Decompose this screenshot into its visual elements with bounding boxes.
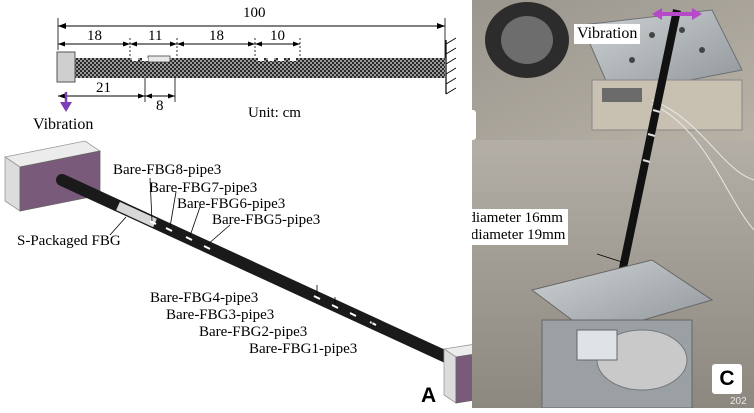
panel-letter-c-badge: C [712, 364, 742, 394]
corner-text: 202 [730, 396, 747, 407]
sensor-label-fbg7: Bare-FBG7-pipe3 [149, 180, 258, 196]
dim-seg2: 11 [148, 28, 163, 44]
packaged-fbg-3d [116, 201, 157, 228]
panel-letter-b-badge: B [472, 110, 476, 140]
sensor-label-fbg1: Bare-FBG1-pipe3 [249, 341, 358, 357]
diameter-labels: Inner diameter 16mm Outer diameter 19mm [472, 209, 569, 245]
pipe-3d-model: Bare-FBG8-pipe3 Bare-FBG7-pipe3 Bare-FBG… [0, 135, 534, 408]
bare-fbg-markers-schematic [132, 58, 296, 61]
bare-fbg-markers-3d [149, 220, 377, 326]
right-end-block [442, 336, 534, 404]
dim-seg4: 10 [270, 28, 285, 44]
vibration-label-photo: Vibration [574, 24, 641, 44]
sensor-label-fbg2: Bare-FBG2-pipe3 [199, 324, 308, 340]
end-block-schematic [56, 51, 76, 83]
packaged-fbg-label: S-Packaged FBG [17, 233, 121, 249]
sensor-label-fbg4: Bare-FBG4-pipe3 [150, 290, 259, 306]
model-drawing [3, 140, 534, 404]
vibration-double-arrow [652, 8, 702, 20]
dim-pos2: 8 [156, 98, 164, 114]
sensor-label-fbg3: Bare-FBG3-pipe3 [166, 307, 275, 323]
experiment-photo: Vibration B Inner diameter 16mm Outer di… [472, 0, 754, 408]
dim-pos1: 21 [96, 80, 111, 96]
pipe-schematic: 100 18 11 18 10 21 8 Unit: cm Vibration [0, 0, 472, 135]
inner-diameter-label: Inner diameter 16mm [472, 210, 563, 226]
vibration-label-schematic: Vibration [33, 116, 94, 133]
sensor-label-fbg8: Bare-FBG8-pipe3 [113, 162, 222, 178]
packaged-fbg-schematic [147, 55, 171, 63]
panel-letter-c: C [719, 367, 735, 390]
sensor-label-fbg5: Bare-FBG5-pipe3 [212, 212, 321, 228]
sensor-label-fbg6: Bare-FBG6-pipe3 [177, 196, 286, 212]
dim-total: 100 [243, 5, 266, 21]
fixed-end-fixture [530, 259, 714, 408]
unit-label: Unit: cm [248, 105, 301, 121]
schematic-drawing [56, 18, 457, 112]
pipe-body-schematic [75, 58, 445, 78]
left-end-block [3, 140, 102, 212]
dim-seg3: 18 [209, 28, 224, 44]
dim-seg1: 18 [87, 28, 102, 44]
panel-letter-a: A [421, 384, 437, 407]
outer-diameter-label: Outer diameter 19mm [472, 227, 566, 243]
photo-rendering [472, 0, 754, 408]
